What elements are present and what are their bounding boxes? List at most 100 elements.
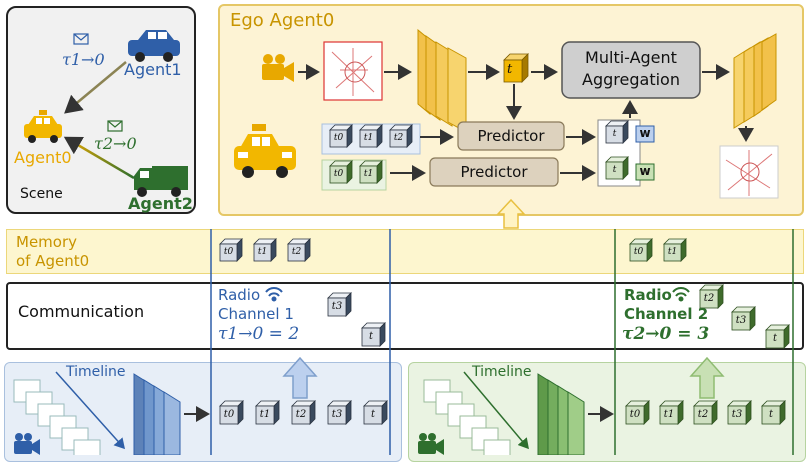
radio-label-2: Radio [624, 286, 672, 304]
ego-taxi-icon [234, 124, 296, 178]
agent1-timeline-cube [255, 400, 280, 425]
channel-label-1: Channel 1 [218, 305, 294, 323]
channel2-cube [699, 284, 724, 309]
ego-agent1-feature-cube [359, 124, 383, 148]
delay-label-2: τ2→0 = 3 [622, 324, 710, 344]
predictor-box-agent2 [429, 157, 559, 187]
radio-wave-icon [265, 287, 283, 302]
memory-agent2-cube-label: t1 [667, 247, 678, 258]
memory-agent1-cube-label: t2 [291, 247, 302, 258]
tau-2-0-label: τ2→0 [94, 134, 137, 153]
agent1-encoder-block [133, 373, 181, 455]
agent2-timeline-cube-label: t0 [629, 409, 641, 421]
communication-label: Communication [18, 302, 145, 321]
channel1-cube [361, 322, 386, 347]
agent1-timeline-cube-label: t2 [295, 409, 307, 421]
agent2-timeline-cube-label: t3 [731, 409, 743, 421]
agent1-timeline-cube [219, 400, 244, 425]
message-envelope-icon [107, 120, 123, 132]
channel2-cube-label: t [772, 333, 778, 345]
weight-box-agent2 [635, 163, 655, 181]
agent1-timeline-cube [363, 400, 388, 425]
ego-agent2-feature-cube [359, 160, 383, 184]
tau-1-0-label: τ1→0 [62, 50, 105, 69]
ego-decoder-block [733, 33, 777, 129]
delay-label-1: τ1→0 = 2 [218, 324, 300, 344]
ego-predicted-cube-agent2-label: t [612, 165, 617, 176]
memory-label-line2: of Agent0 [16, 252, 90, 270]
scene-label: Scene [20, 186, 63, 202]
ego-agent2-feature-cube-label: t0 [333, 169, 344, 180]
ego-agent1-feature-cube [389, 124, 413, 148]
ego-feature-cube [503, 53, 529, 83]
memory-to-ego-arrow [496, 198, 526, 229]
ego-agent2-feature-cube [329, 160, 353, 184]
agent2-timeline-cube-label: t2 [697, 409, 709, 421]
memory-agent1-cube [287, 238, 311, 262]
agent2-transmit-arrow [689, 356, 725, 399]
ego-predicted-cube-agent2 [605, 156, 629, 180]
weight-box-agent1 [635, 125, 655, 143]
agent0-taxi-icon [24, 110, 62, 143]
camera-icon [262, 54, 294, 82]
ego-encoder-block [417, 28, 467, 133]
agent1-timeline-cube-label: t3 [331, 409, 343, 421]
ego-agent1-feature-cube [329, 124, 353, 148]
timeline-label-1: Timeline [66, 364, 126, 380]
channel1-cube [327, 292, 352, 317]
memory-agent1-cube-label: t0 [223, 247, 234, 258]
memory-label-line1: Memory [16, 233, 78, 251]
memory-agent1-cube-label: t1 [257, 247, 268, 258]
agent1-camera-icon [14, 433, 40, 455]
memory-agent2-cube [663, 238, 687, 262]
agent2-label: Agent2 [128, 194, 193, 213]
agent2-timeline-cube-label: t [768, 409, 774, 421]
memory-agent1-cube [219, 238, 243, 262]
agent2-timeline-cube [625, 400, 650, 425]
multi-agent-aggregation-box [561, 41, 701, 99]
radio-wave-icon [672, 287, 690, 302]
agent2-encoder-block [537, 373, 585, 455]
agent2-timeline-cube [727, 400, 752, 425]
agent1-timeline-cube-label: t [370, 409, 376, 421]
agent1-timeline-cube [291, 400, 316, 425]
agent2-timeline-cube [761, 400, 786, 425]
channel2-cube [731, 306, 756, 331]
memory-agent2-cube-label: t0 [633, 247, 644, 258]
predictor-label-2: Predictor [460, 163, 528, 181]
predictor-label-1: Predictor [477, 127, 545, 145]
channel-label-2: Channel 2 [624, 305, 709, 323]
agent0-label: Agent0 [14, 148, 72, 167]
ego-agent1-feature-cube-label: t2 [393, 133, 404, 144]
channel2-cube-label: t2 [703, 293, 715, 305]
agent2-timeline-cube [693, 400, 718, 425]
aggregation-label-line2: Aggregation [582, 70, 680, 89]
ego-agent2-feature-cube-label: t1 [363, 169, 374, 180]
channel2-cube-label: t3 [735, 315, 747, 327]
message-envelope-icon [73, 33, 89, 45]
ego-agent1-feature-cube-label: t0 [333, 133, 344, 144]
weight-label-1: w [639, 126, 651, 140]
agent1-timeline-cube-label: t0 [223, 409, 235, 421]
agent1-transmit-arrow [282, 356, 318, 399]
communication-band [6, 282, 804, 350]
agent2-frame-stack [423, 379, 511, 455]
agent2-timeline-cube [659, 400, 684, 425]
ego-predicted-cube-agent1 [605, 120, 629, 144]
aggregation-label-line1: Multi-Agent [585, 48, 677, 67]
timeline-label-2: Timeline [472, 364, 532, 380]
bev-input-image [323, 41, 383, 101]
memory-agent1-cube [253, 238, 277, 262]
output-bev-map [719, 145, 779, 199]
agent1-timeline-cube-label: t1 [259, 409, 271, 421]
channel2-cube [765, 324, 790, 349]
channel1-cube-label: t [368, 331, 374, 343]
weight-label-2: w [639, 164, 651, 178]
agent1-timeline-cube [327, 400, 352, 425]
agent1-label: Agent1 [124, 60, 182, 79]
predictor-box-agent1 [457, 121, 565, 151]
ego-agent1-feature-cube-label: t1 [363, 133, 374, 144]
radio-label-1: Radio [218, 286, 261, 304]
ego-agent-title: Ego Agent0 [230, 10, 335, 31]
agent2-camera-icon [418, 433, 444, 455]
